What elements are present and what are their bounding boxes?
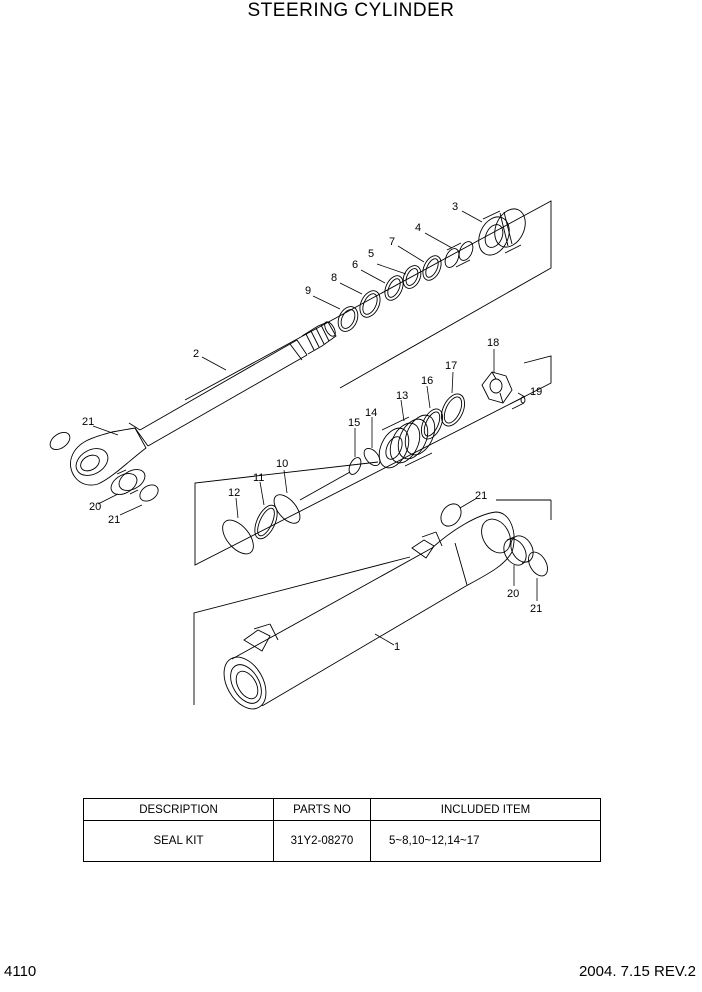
cell-description: SEAL KIT [83,820,274,862]
callout-20-rod: 20 [89,501,101,513]
piston-axis [299,471,351,501]
ring-11 [254,504,278,540]
callout-21-head-lower: 21 [530,603,542,615]
ring-8 [359,290,381,318]
cylinder-tube [223,547,467,710]
ring-8-inner [362,293,378,315]
callout-16: 16 [421,375,433,387]
callout-11: 11 [253,472,264,484]
ring-9-inner [340,309,356,329]
piston-group-frame [194,355,552,566]
piston-13 [378,414,436,469]
snap-ring-21d [528,551,548,577]
ring-12 [222,519,254,555]
table-row: SEAL KIT 31Y2-08270 5~8,10~12,14~17 [83,820,601,862]
cell-parts-no: 31Y2-08270 [273,820,371,862]
seal-kit-table: DESCRIPTION PARTS NO INCLUDED ITEM SEAL … [83,798,601,862]
ring-11-inner [257,507,275,537]
set-screw-19 [509,396,526,410]
callout-14: 14 [365,407,377,419]
header-included-item: INCLUDED ITEM [370,798,601,821]
header-description: DESCRIPTION [83,798,274,821]
callout-8: 8 [331,272,337,284]
callout-6: 6 [352,259,358,271]
piston-rod [139,321,337,447]
cell-included-item: 5~8,10~12,14~17 [370,820,601,862]
page-title: STEERING CYLINDER [247,0,455,21]
port-fitting-rod-end [243,623,279,652]
ring-15 [348,457,362,475]
callout-10: 10 [276,458,288,470]
gland-3 [478,208,526,256]
ring-16 [420,408,444,440]
callout-5: 5 [368,248,374,260]
callout-13: 13 [396,390,408,402]
head-clevis [431,511,515,587]
ring-6-inner [387,278,401,298]
callout-7: 7 [389,236,395,248]
header-parts-no: PARTS NO [273,798,371,821]
snap-ring-21a [49,432,71,450]
bushing-rod-end [110,469,146,495]
lock-nut-18 [481,371,513,404]
ring-9 [337,306,359,332]
ring-17-inner [443,396,463,424]
callout-12: 12 [228,487,240,499]
callout-15: 15 [348,417,360,429]
ring-10 [273,494,301,524]
rod-group-frame [184,200,552,401]
leader-lines [92,210,538,646]
callout-18: 18 [487,337,499,349]
page-number: 4110 [4,963,37,980]
callout-4: 4 [415,222,421,234]
ring-16-inner [423,411,441,437]
tube-group-frame [193,499,552,705]
ring-7-inner [425,258,439,278]
bushing-head-end [503,535,534,566]
revision-date: 2004. 7.15 REV.2 [578,963,696,980]
table-header-row: DESCRIPTION PARTS NO INCLUDED ITEM [83,798,601,821]
callout-21-rod-upper: 21 [82,416,94,428]
ring-14 [363,447,381,467]
snap-ring-21b [139,484,159,502]
callout-19: 19 [530,386,542,398]
ring-7 [422,255,442,281]
callout-9: 9 [305,285,311,297]
port-fitting-head-end [411,531,443,559]
rod-eye [70,422,149,486]
callout-21-head-upper: 21 [475,490,487,502]
snap-ring-21c [440,503,462,527]
callout-2: 2 [193,348,199,360]
ring-5-inner [405,268,419,286]
callout-17: 17 [445,360,457,372]
ring-6 [384,275,404,301]
bushing-4 [444,241,474,268]
callout-1: 1 [394,641,400,653]
callout-21-rod-lower: 21 [108,514,120,526]
callout-3: 3 [452,201,458,213]
ring-17 [440,393,466,427]
callouts: 3 4 7 5 6 8 9 2 21 20 21 18 17 19 16 13 … [82,201,542,653]
callout-20-head: 20 [507,588,519,600]
